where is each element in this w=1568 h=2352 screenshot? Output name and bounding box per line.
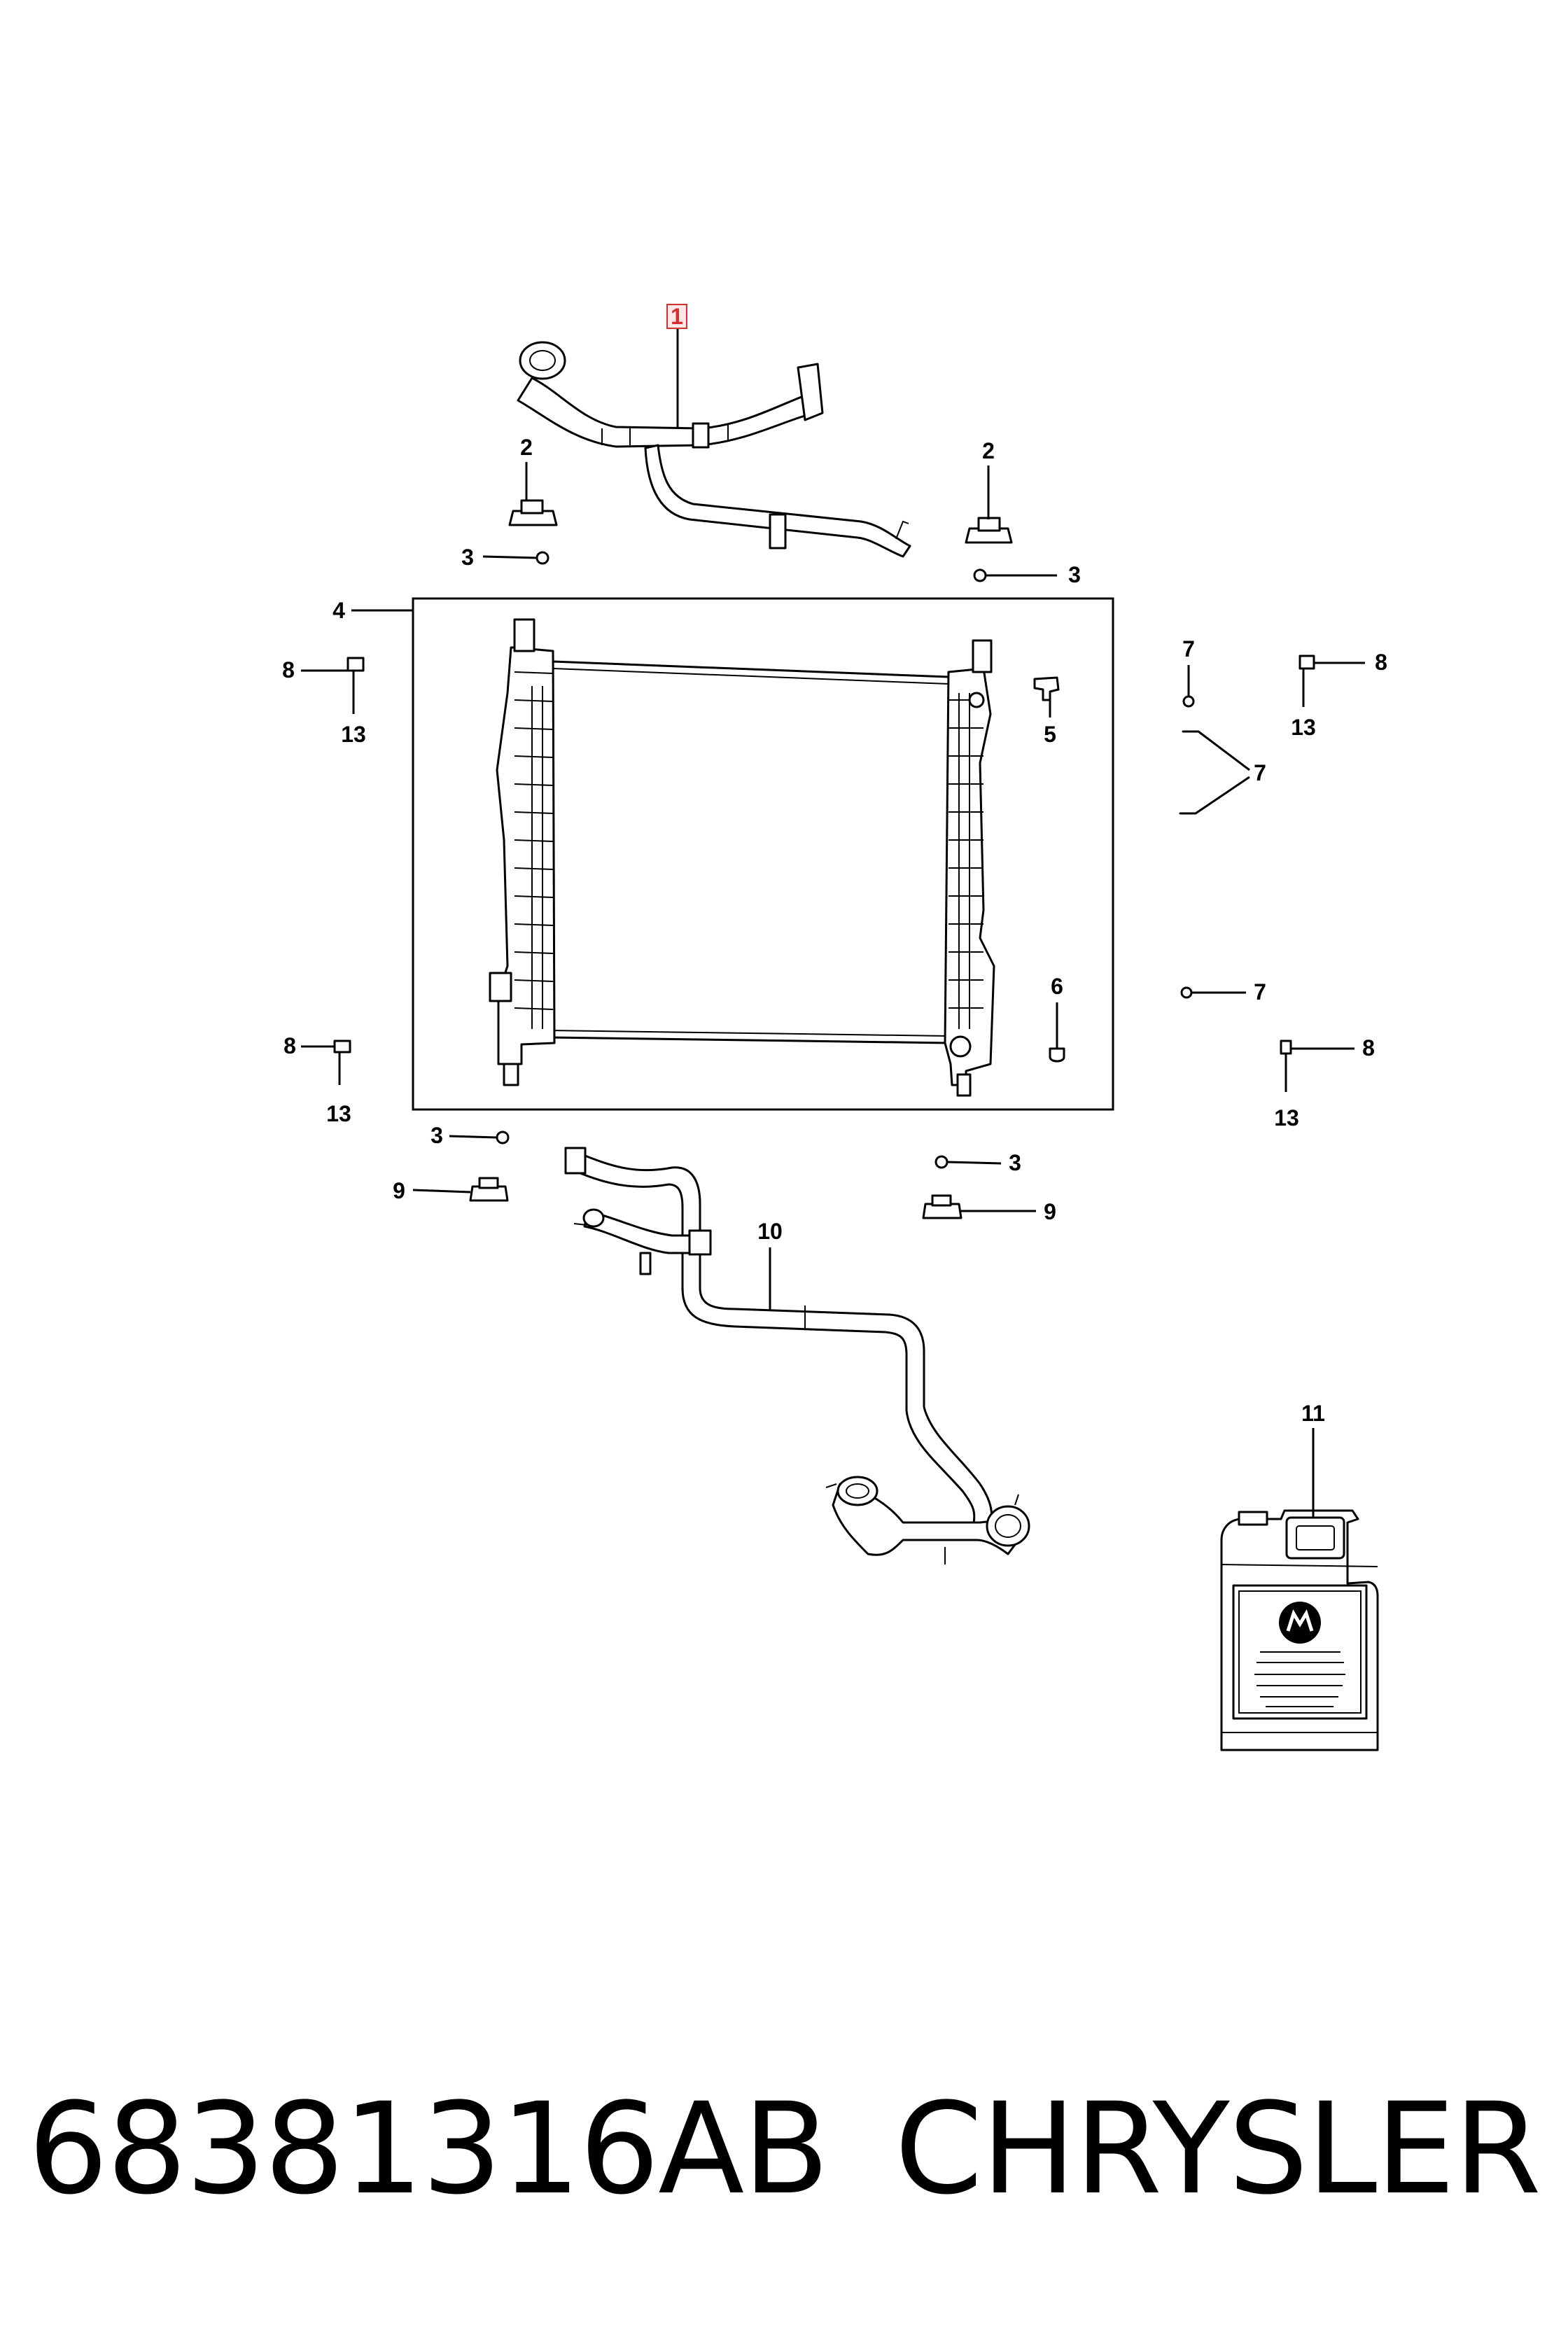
radiator-frame-box — [412, 597, 1114, 1111]
callout-8-upper-right: 8 — [1375, 650, 1387, 675]
retainer-upper-left — [346, 657, 365, 672]
grommet-upper-left — [536, 551, 550, 565]
lower-isolator-right — [922, 1194, 962, 1219]
callout-13-lower-left: 13 — [326, 1101, 351, 1126]
radiator — [489, 618, 995, 1097]
lower-isolator-left — [469, 1177, 509, 1202]
callout-9-right: 9 — [1044, 1199, 1056, 1224]
upper-isolator-right — [965, 517, 1013, 544]
part-number-text: 68381316AB — [28, 2076, 830, 2222]
callout-1-highlight-box — [666, 304, 687, 329]
callout-8-upper-left: 8 — [282, 657, 295, 682]
callout-7-middle: 7 — [1254, 760, 1266, 785]
callout-9-left: 9 — [393, 1178, 405, 1203]
grommet-lower-left — [496, 1130, 510, 1144]
lower-radiator-hose — [564, 1147, 1030, 1564]
drain-plug — [1049, 1047, 1065, 1063]
callout-3-lower-left: 3 — [430, 1123, 443, 1148]
callout-8-lower-right: 8 — [1362, 1035, 1375, 1060]
coolant-jug — [1220, 1509, 1379, 1751]
footer-caption: 68381316AB CHRYSLER — [28, 2072, 1541, 2226]
upper-isolator-left — [508, 499, 558, 526]
callout-7-upper: 7 — [1182, 636, 1195, 662]
callout-4: 4 — [332, 598, 345, 623]
callout-1: 1 — [671, 304, 683, 329]
pin-upper — [1182, 695, 1195, 708]
callout-5: 5 — [1044, 722, 1056, 747]
callout-3-lower-right: 3 — [1009, 1150, 1021, 1175]
retainer-lower-right — [1280, 1040, 1292, 1055]
callout-2-right: 2 — [982, 438, 995, 463]
grommet-lower-right — [934, 1155, 948, 1169]
pin-lower — [1180, 986, 1193, 999]
callout-13-upper-right: 13 — [1291, 715, 1316, 740]
callout-8-lower-left: 8 — [284, 1033, 296, 1058]
callout-6: 6 — [1051, 974, 1063, 999]
callout-3-upper-right: 3 — [1068, 562, 1081, 587]
callout-10: 10 — [757, 1219, 783, 1244]
bracket — [1033, 676, 1060, 701]
brand-text: CHRYSLER — [895, 2076, 1541, 2222]
callout-13-upper-left: 13 — [341, 722, 366, 747]
callout-13-lower-right: 13 — [1274, 1105, 1299, 1130]
upper-radiator-hose — [517, 341, 911, 558]
callout-3-upper-left: 3 — [461, 545, 474, 570]
callout-11: 11 — [1301, 1401, 1325, 1426]
retainer-lower-left — [333, 1040, 351, 1054]
callout-7-lower: 7 — [1254, 979, 1266, 1004]
callout-2-left: 2 — [520, 435, 533, 460]
retainer-upper-right — [1298, 654, 1315, 670]
grommet-upper-right — [973, 568, 987, 582]
